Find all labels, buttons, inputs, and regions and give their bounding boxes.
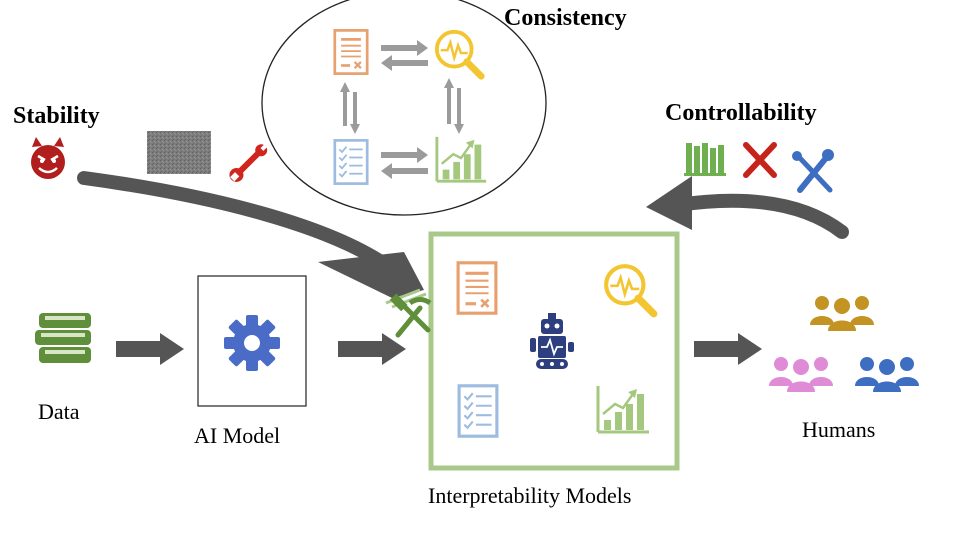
people-blue-icon — [855, 357, 919, 392]
controllability-label: Controllability — [665, 100, 817, 126]
people-gold-icon — [810, 296, 874, 331]
books-icon — [684, 143, 726, 176]
gear-icon — [224, 315, 280, 371]
interp-checklist-icon — [457, 384, 499, 438]
consistency-label: Consistency — [504, 5, 627, 31]
wrench-icon — [229, 143, 268, 182]
devil-icon — [31, 137, 65, 179]
controllability-arrow — [671, 193, 849, 239]
hammer-pick-icon — [385, 288, 432, 338]
noise-image-icon — [147, 131, 211, 174]
humans-label: Humans — [802, 417, 876, 442]
consistency-arrows — [340, 40, 464, 179]
robot-icon — [530, 313, 574, 369]
tools-icon — [792, 149, 834, 193]
controllability-arrowhead — [646, 176, 692, 230]
stability-arrowhead — [318, 252, 424, 298]
report-icon — [333, 28, 369, 76]
consistency-ellipse — [261, 0, 547, 216]
interp-to-humans-arrow — [694, 333, 762, 365]
checklist-icon — [333, 138, 369, 186]
data-to-model-arrow — [116, 333, 184, 365]
cross-icon — [743, 142, 777, 178]
data-label: Data — [38, 399, 80, 424]
interp-report-icon — [456, 261, 498, 315]
people-pink-icon — [769, 357, 833, 392]
model-to-interp-arrow — [338, 333, 406, 365]
interpretability-models-label: Interpretability Models — [428, 483, 632, 508]
ai-model-label: AI Model — [194, 423, 281, 448]
stability-label: Stability — [13, 103, 100, 129]
data-books-icon — [35, 313, 91, 363]
stability-arrow — [77, 171, 397, 275]
